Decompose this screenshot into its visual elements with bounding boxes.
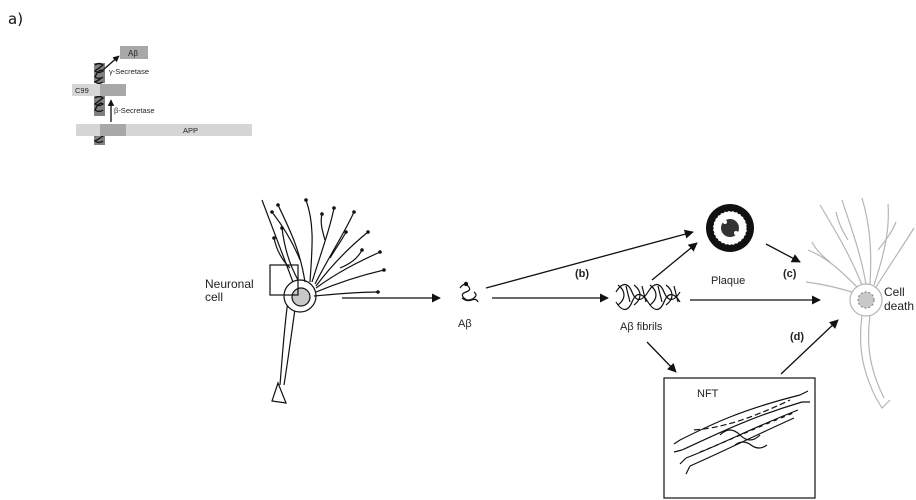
inset-abeta-label: Aβ xyxy=(128,49,138,58)
gamma-secretase-label: γ-Secretase xyxy=(109,67,149,76)
neuronal-cell-label-1: Neuronal xyxy=(205,277,254,291)
neuronal-cell-label-2: cell xyxy=(205,290,223,304)
abeta-label: Aβ xyxy=(458,318,472,330)
plaque-label: Plaque xyxy=(711,275,745,287)
nft-label: NFT xyxy=(697,388,719,400)
app-bar-dark xyxy=(100,124,126,136)
arrow-fibrils-to-plaque xyxy=(651,242,698,281)
neuronal-cell xyxy=(261,198,386,404)
app-processing-inset: Aβ γ-Secretase C99 β-Secretase APP xyxy=(72,46,252,145)
arrow-plaque-to-death xyxy=(765,243,801,263)
abeta-fragment-bar xyxy=(120,46,148,59)
app-bar-light-right xyxy=(126,124,252,136)
step-b-label: (b) xyxy=(575,268,589,280)
arrow-abeta-to-plaque xyxy=(485,229,694,289)
step-d-label: (d) xyxy=(790,331,804,343)
abeta-monomer-icon xyxy=(459,281,479,303)
panel-label: a) xyxy=(8,10,23,28)
arrow-nft-to-death xyxy=(780,319,839,375)
abeta-fibrils-icon xyxy=(615,283,681,311)
dying-neuron xyxy=(805,197,915,409)
gamma-arrow xyxy=(102,55,120,71)
neurofibrillary-tangle-icon xyxy=(673,390,810,475)
c99-label: C99 xyxy=(75,86,89,95)
app-bar-light-left xyxy=(76,124,100,136)
app-label: APP xyxy=(183,126,198,135)
c99-bar-light xyxy=(72,84,100,96)
arrow-fibrils-to-nft xyxy=(646,341,677,373)
step-c-label: (c) xyxy=(783,268,797,280)
beta-secretase-label: β-Secretase xyxy=(114,106,155,115)
plaque-icon xyxy=(706,204,754,252)
c99-bar-dark xyxy=(100,84,126,96)
abeta-fibrils-label: Aβ fibrils xyxy=(620,321,663,333)
membrane-zoom-box xyxy=(269,264,299,296)
cell-death-label-1: Cell xyxy=(884,285,905,299)
nft-box xyxy=(663,377,816,499)
cell-death-label-2: death xyxy=(884,299,914,313)
